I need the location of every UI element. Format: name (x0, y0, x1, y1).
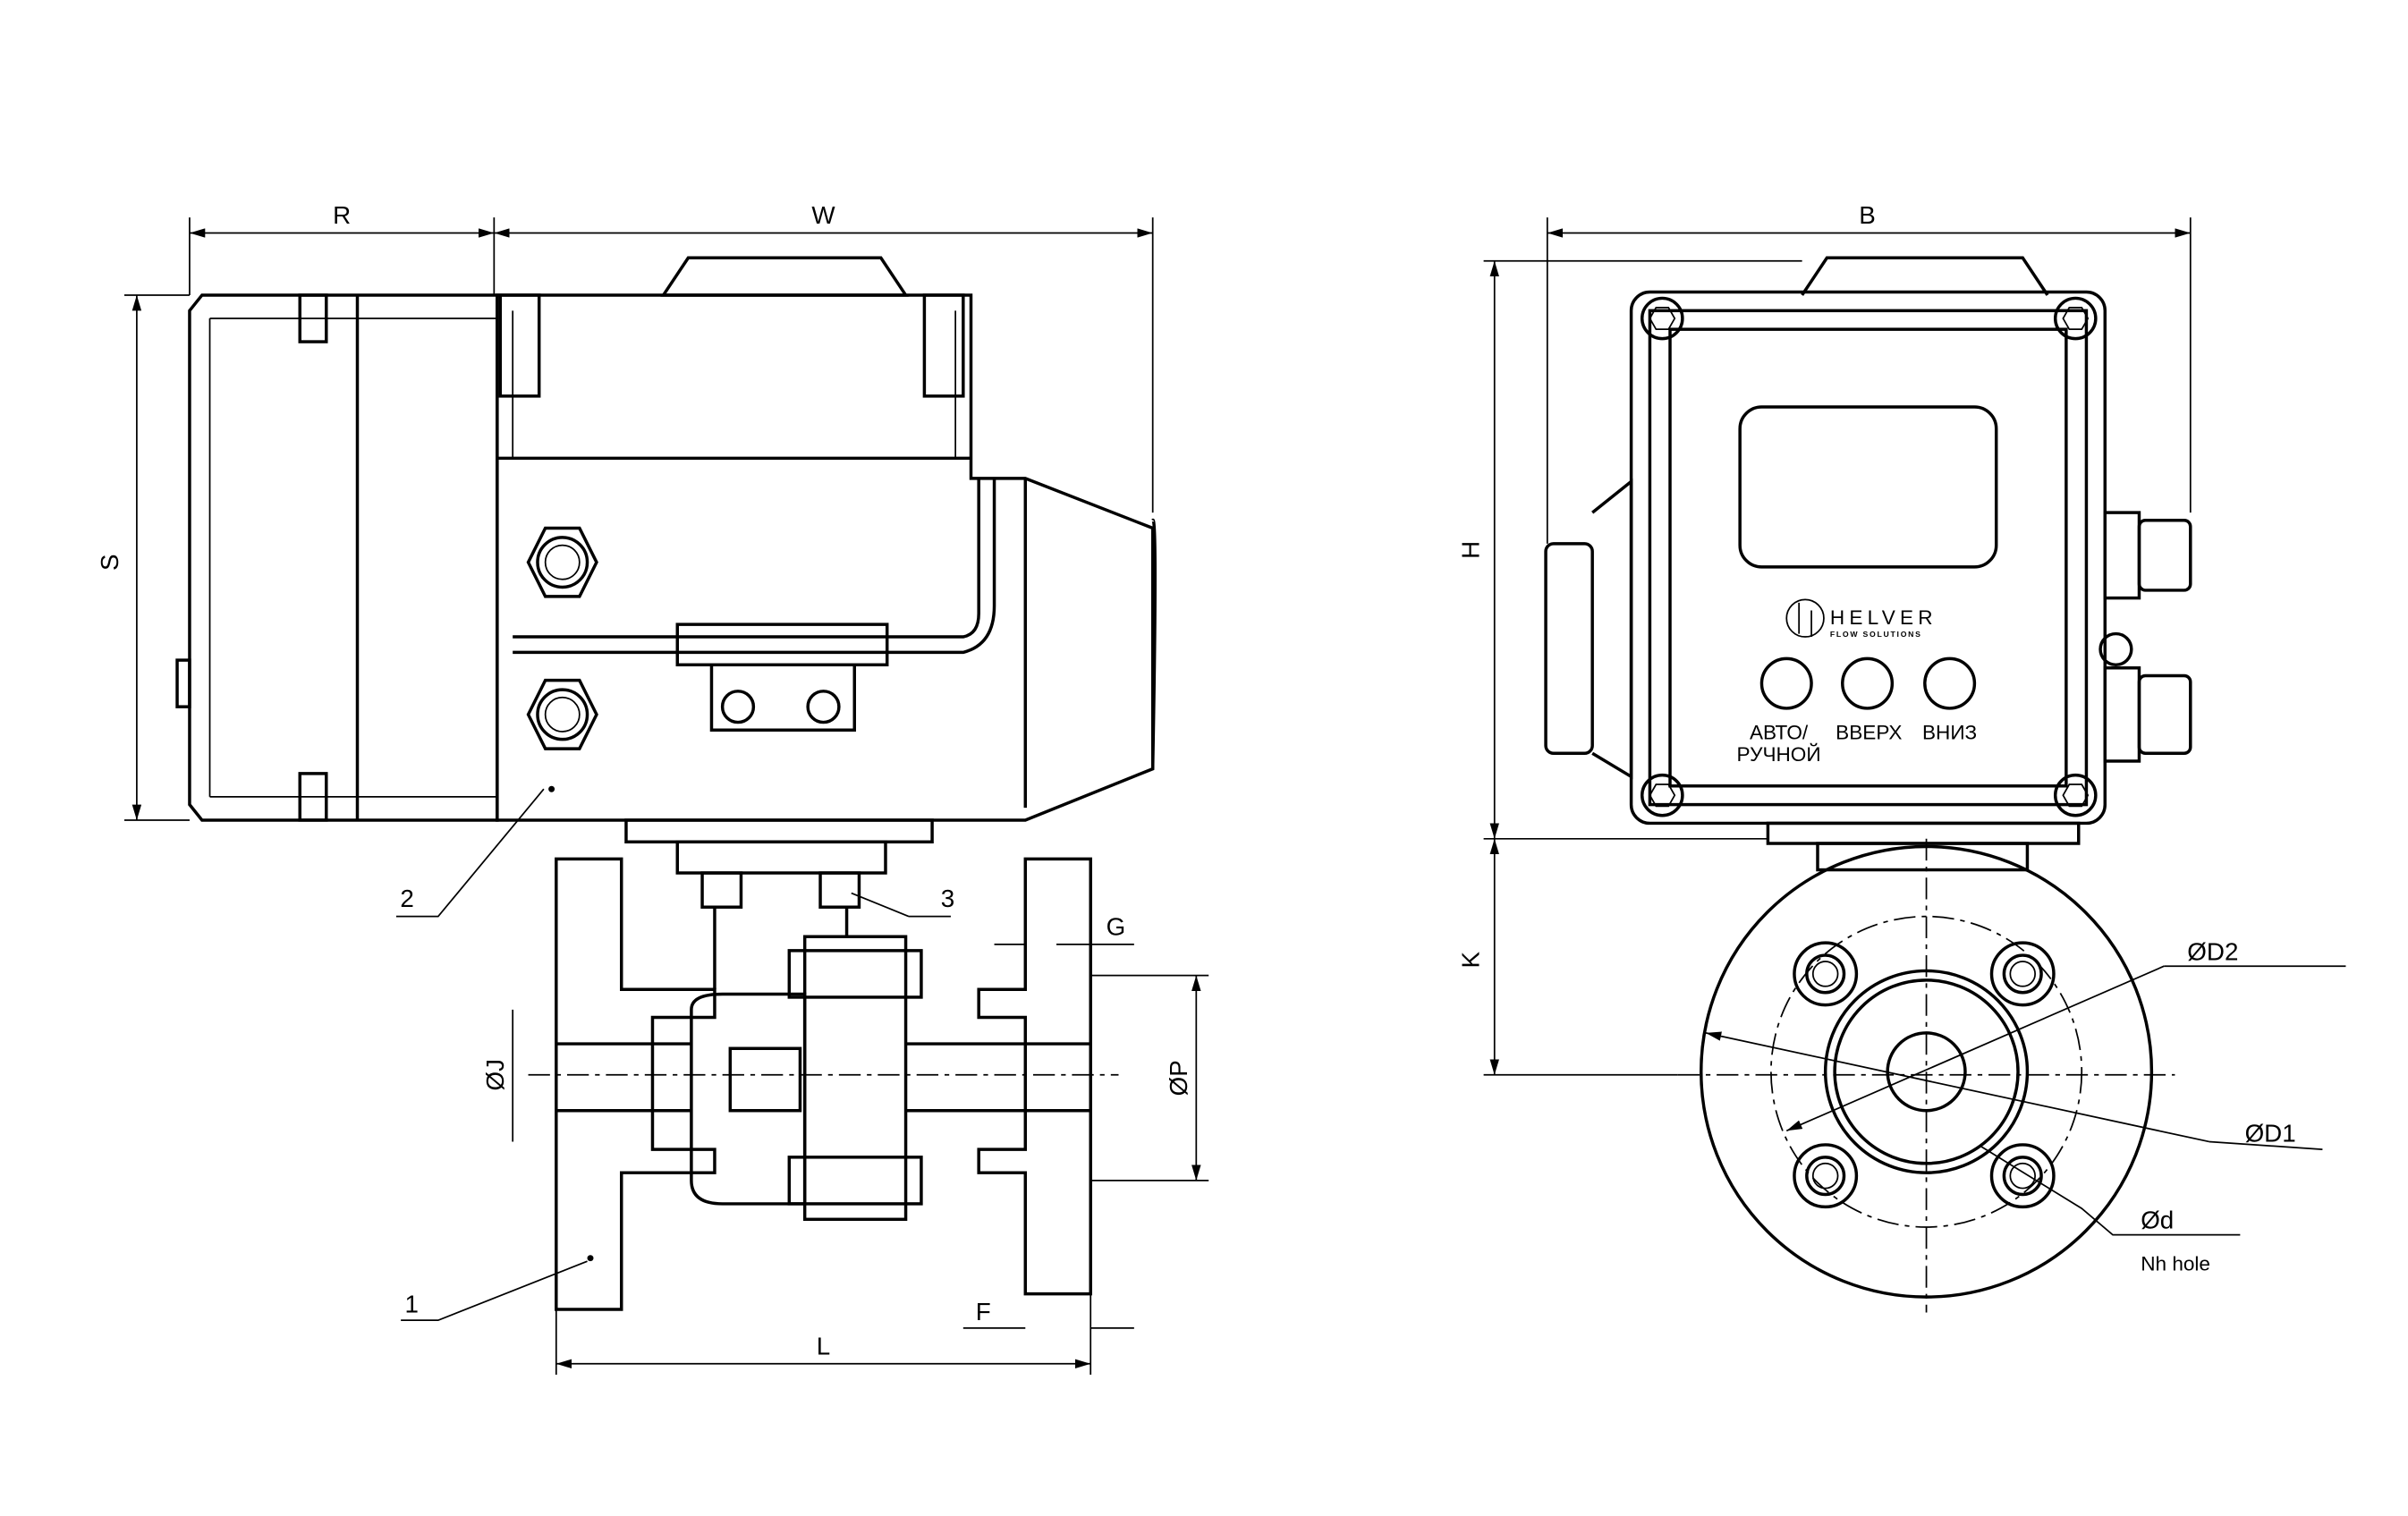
valve-body-section (528, 857, 1119, 1311)
dim-L: L (817, 1332, 830, 1359)
callout-1: 1 (405, 1290, 419, 1317)
button-down[interactable] (1923, 656, 1977, 710)
button-up[interactable] (1841, 656, 1895, 710)
dim-K: K (1456, 952, 1484, 969)
flange-face (1677, 838, 2175, 1313)
screw-icon (1641, 296, 1684, 341)
dim-d: Ød (2141, 1207, 2174, 1234)
dim-S: S (96, 554, 123, 571)
button-auto-manual[interactable] (1759, 656, 1813, 710)
brand-subtitle: FLOW SOLUTIONS (1830, 630, 1922, 639)
button-label-down: ВНИЗ (1922, 722, 1977, 744)
brand-name: HELVER (1830, 606, 1937, 629)
bolt-hole-icon (1793, 941, 1859, 1007)
button-label-auto: АВТО/ (1750, 722, 1809, 744)
dim-B: B (1859, 201, 1876, 229)
dim-G: G (1106, 912, 1126, 940)
bolt-hole-icon (1989, 1143, 2056, 1209)
dim-R: R (333, 201, 351, 229)
bolt-hole-icon (1989, 941, 2056, 1007)
side-view: R W S L G F ØJ ØP 2 1 3 (96, 201, 1209, 1375)
side-glands (2099, 511, 2192, 763)
dim-D1: ØD1 (2245, 1119, 2296, 1147)
cable-gland-icon (526, 678, 598, 750)
handwheel (1544, 478, 1633, 780)
mounting-bracket (1766, 821, 2081, 872)
callout-2: 2 (400, 885, 413, 912)
actuator-body (496, 256, 1157, 822)
screw-icon (1641, 773, 1684, 817)
dim-H: H (1456, 541, 1484, 559)
display-screen (1738, 405, 1998, 569)
screw-icon (2053, 773, 2098, 817)
dim-J: ØJ (481, 1059, 509, 1090)
dimension-lines (124, 217, 1209, 1375)
actuator-rear-cover (175, 293, 499, 822)
callout-3: 3 (941, 885, 954, 912)
dim-F: F (976, 1298, 991, 1325)
dim-W: W (811, 201, 835, 229)
dim-hole-count: Nh hole (2141, 1253, 2210, 1275)
actuator-housing: HELVER FLOW SOLUTIONS АВТО/ РУЧНОЙ ВВЕРХ… (1629, 256, 2107, 826)
dimension-lines (1483, 217, 2346, 1236)
bolt-hole-icon (1793, 1143, 1859, 1209)
dim-D2: ØD2 (2187, 937, 2238, 965)
screw-icon (2053, 296, 2098, 341)
mounting-bracket (624, 818, 934, 909)
dim-P: ØP (1165, 1060, 1192, 1096)
button-label-manual: РУЧНОЙ (1737, 743, 1821, 766)
cable-gland-icon (526, 526, 598, 598)
front-view: HELVER FLOW SOLUTIONS АВТО/ РУЧНОЙ ВВЕРХ… (1456, 201, 2346, 1313)
helver-logo: HELVER FLOW SOLUTIONS (1785, 598, 1937, 639)
button-label-up: ВВЕРХ (1836, 722, 1902, 744)
